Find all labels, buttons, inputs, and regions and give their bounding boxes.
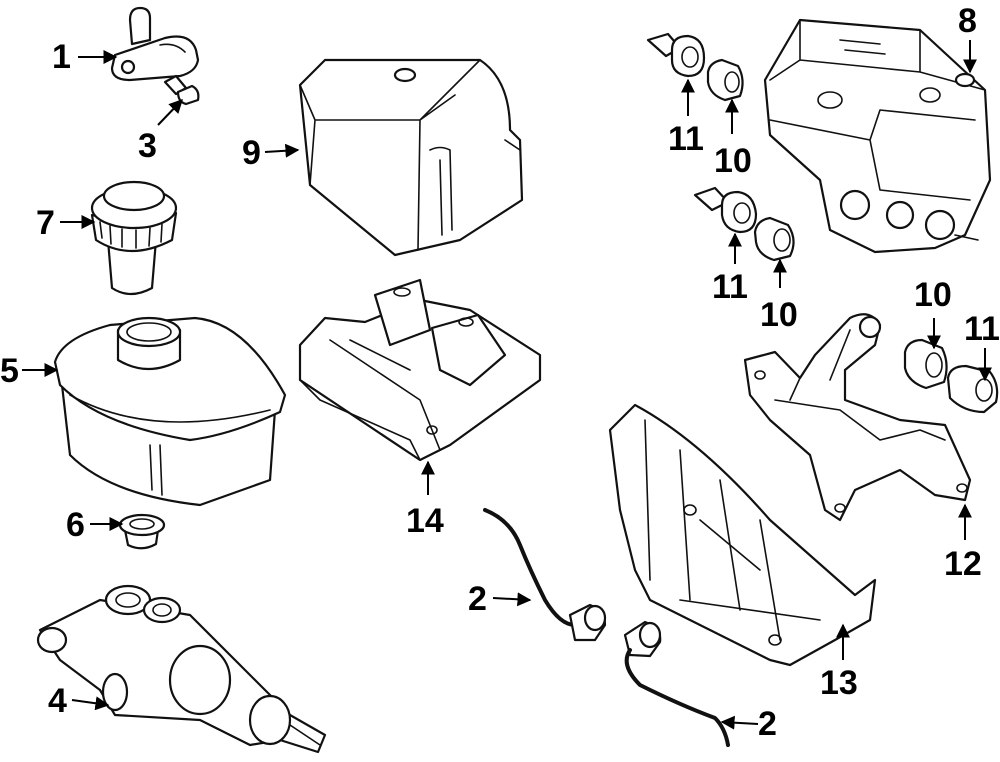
part-11-stud-c xyxy=(946,364,999,414)
part-11-stud-a xyxy=(646,32,706,78)
part-3-bolt xyxy=(163,74,200,106)
callout-12: 12 xyxy=(944,545,982,583)
part-9-cover xyxy=(298,58,524,257)
callout-8: 8 xyxy=(958,2,977,40)
part-5-reservoir xyxy=(53,316,287,507)
part-12-bracket xyxy=(743,313,972,522)
callout-2-upper: 2 xyxy=(468,580,487,618)
callout-2-lower: 2 xyxy=(758,705,777,743)
callout-10-b: 10 xyxy=(760,296,798,334)
callout-13: 13 xyxy=(820,664,858,702)
callout-7: 7 xyxy=(36,204,55,242)
callout-11-c: 11 xyxy=(964,310,1000,348)
callout-14: 14 xyxy=(406,502,444,540)
callout-11-b: 11 xyxy=(712,268,748,306)
part-13-shield xyxy=(608,403,877,667)
callout-4: 4 xyxy=(48,682,67,720)
callout-6: 6 xyxy=(66,506,85,544)
part-10-bushing-c xyxy=(903,338,948,390)
part-6-grommet xyxy=(118,513,166,550)
part-11-stud-b xyxy=(693,186,758,234)
part-2-sensor-upper xyxy=(483,508,607,642)
part-7-cap xyxy=(90,180,178,296)
part-10-bushing-a xyxy=(706,58,744,102)
callout-10-c: 10 xyxy=(914,276,952,314)
callout-5: 5 xyxy=(0,352,19,390)
part-8-abs-unit xyxy=(763,18,992,254)
part-14-control-module xyxy=(298,278,542,462)
callout-labels: 1 3 7 5 6 4 9 14 2 2 8 11 10 11 10 10 11… xyxy=(0,2,1000,743)
callout-3: 3 xyxy=(138,127,157,165)
part-10-bushing-b xyxy=(753,216,795,262)
callout-10-a: 10 xyxy=(714,142,752,180)
leader-lines xyxy=(22,40,992,730)
part-2-sensor-lower xyxy=(623,620,730,747)
callout-11-a: 11 xyxy=(668,120,704,158)
part-1-sensor xyxy=(110,6,200,82)
part-4-master-cylinder xyxy=(36,584,327,754)
callout-9: 9 xyxy=(242,134,261,172)
callout-1: 1 xyxy=(52,38,71,76)
